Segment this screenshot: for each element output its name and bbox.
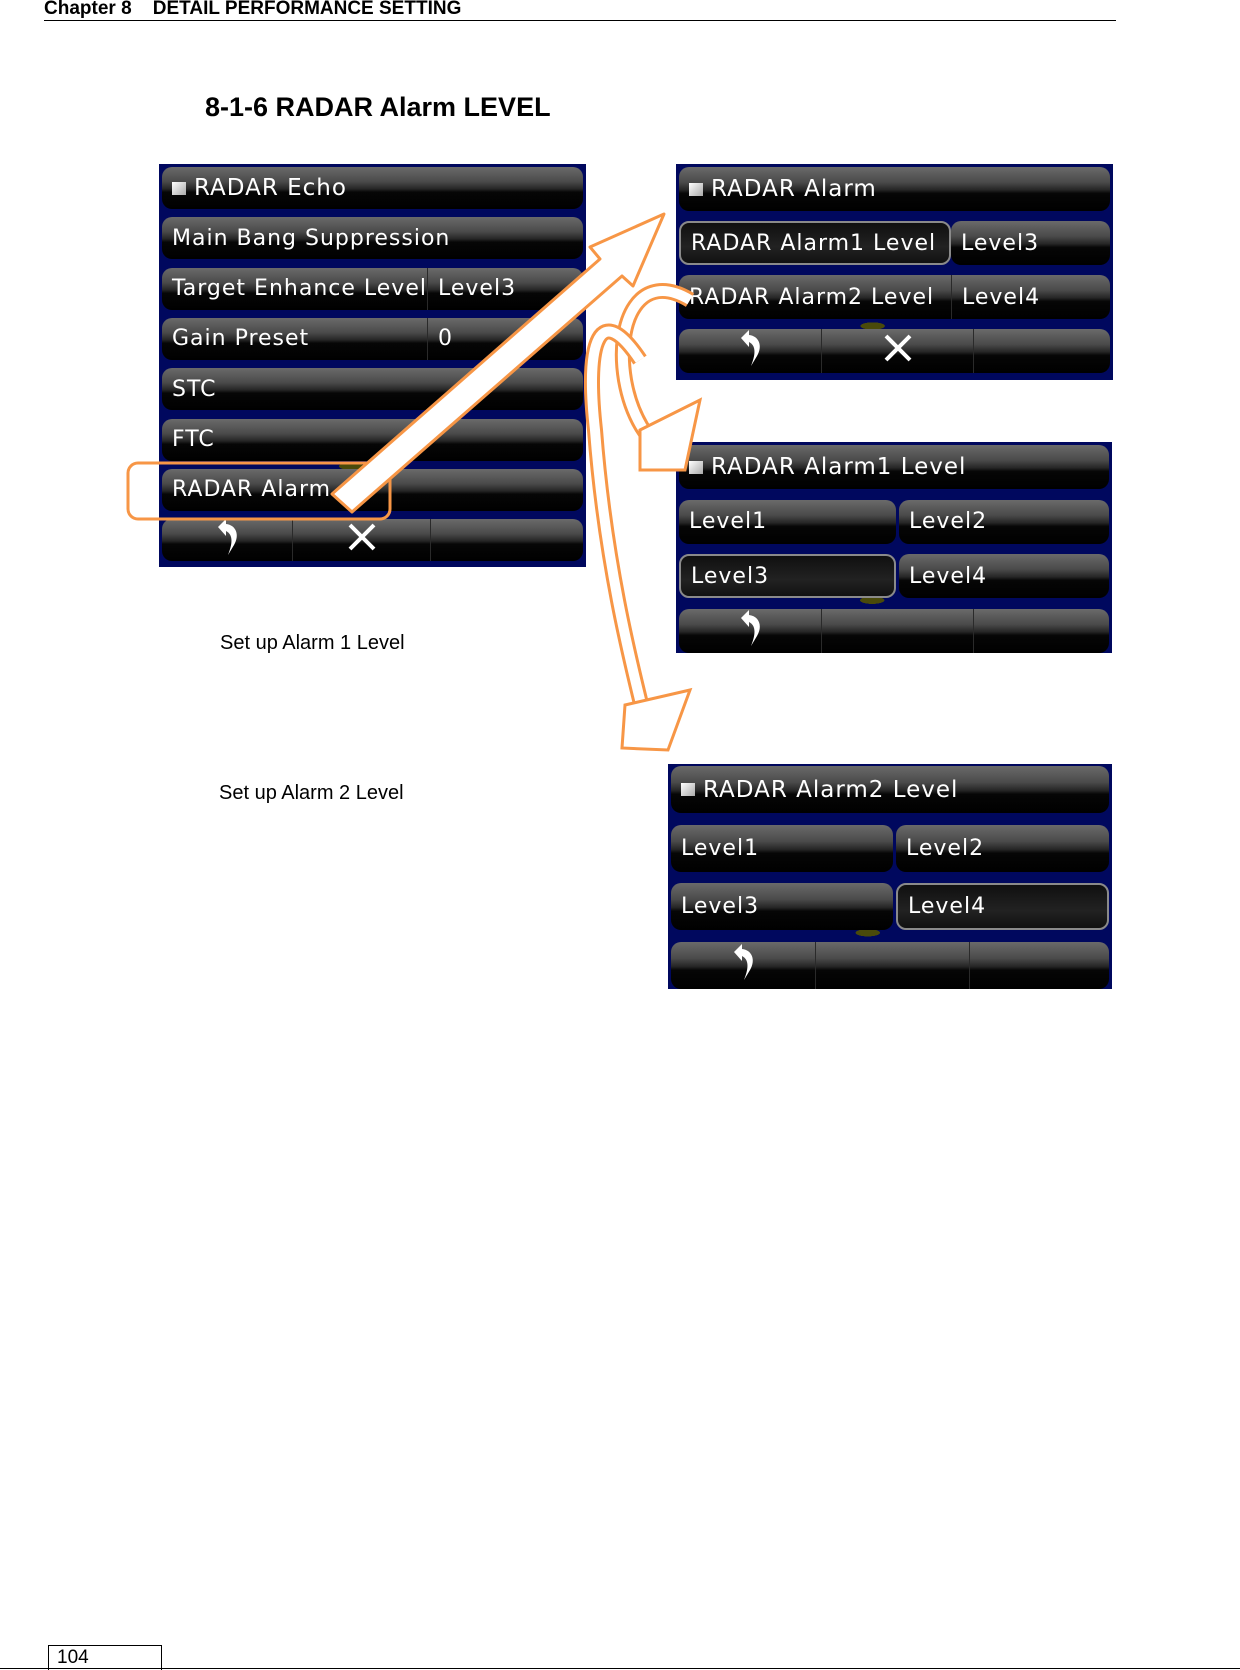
option-level4[interactable]: Level4 <box>896 883 1109 930</box>
menu-item-value: Level3 <box>427 267 516 310</box>
option-label: Level4 <box>909 563 988 589</box>
option-label: Level4 <box>908 894 987 919</box>
menu-item-radar-alarm1-level[interactable]: RADAR Alarm1 Level <box>679 221 951 265</box>
menu-item-label: Main Bang Suppression <box>172 225 451 251</box>
caption-alarm2: Set up Alarm 2 Level <box>219 782 404 804</box>
option-level3[interactable]: Level3 <box>671 883 893 930</box>
empty-button[interactable] <box>973 329 1110 373</box>
menu-title-text: RADAR Alarm2 Level <box>703 776 959 803</box>
menu-item-main-bang-suppression[interactable]: Main Bang Suppression <box>162 217 583 260</box>
option-label: Level1 <box>681 835 760 861</box>
menu-item-label: RADAR Alarm <box>172 477 332 503</box>
back-button[interactable] <box>162 519 292 561</box>
menu-title-text: RADAR Alarm <box>711 176 877 202</box>
menu-item-label: RADAR Alarm2 Level <box>689 284 935 310</box>
flag-icon <box>681 783 695 796</box>
menu-item-value: Level3 <box>961 230 1040 256</box>
menu-item-label: FTC <box>172 427 215 452</box>
close-icon <box>346 521 378 559</box>
menu-title: RADAR Alarm2 Level <box>671 766 1109 813</box>
menu-title-text: RADAR Echo <box>194 175 347 201</box>
caption-alarm1: Set up Alarm 1 Level <box>220 632 405 654</box>
back-button[interactable] <box>679 609 821 653</box>
menu-item-label: Gain Preset <box>172 326 310 352</box>
menu-item-label: STC <box>172 376 217 402</box>
option-level2[interactable]: Level2 <box>899 499 1109 544</box>
menu-item-label: Target Enhance Level <box>172 276 427 302</box>
option-label: Level2 <box>909 509 988 534</box>
bottom-bar <box>671 941 1109 989</box>
back-button[interactable] <box>671 942 815 989</box>
menu-item-value: Level4 <box>951 275 1040 319</box>
menu-item-radar-alarm2-level[interactable]: RADAR Alarm2 Level Level4 <box>679 275 1110 319</box>
section-title: 8-1-6 RADAR Alarm LEVEL <box>205 92 551 122</box>
option-level1[interactable]: Level1 <box>679 499 896 544</box>
menu-title: RADAR Alarm <box>679 167 1110 211</box>
option-label: Level3 <box>691 563 770 589</box>
option-label: Level3 <box>681 894 760 919</box>
chapter-title: DETAIL PERFORMANCE SETTING <box>152 0 462 19</box>
flag-icon <box>689 460 703 474</box>
back-icon <box>735 329 765 373</box>
menu-item-value-button[interactable]: Level3 <box>951 221 1110 265</box>
flag-icon <box>689 182 703 196</box>
menu-title-text: RADAR Alarm1 Level <box>711 454 967 480</box>
option-level1[interactable]: Level1 <box>671 824 893 872</box>
menu-title: RADAR Echo <box>162 167 583 209</box>
chapter-header: Chapter 8 DETAIL PERFORMANCE SETTING <box>44 0 461 20</box>
bottom-bar <box>679 329 1110 373</box>
empty-button[interactable] <box>815 941 970 989</box>
header-rule <box>44 20 1116 21</box>
chapter-number: Chapter 8 <box>44 0 132 19</box>
menu-item-radar-alarm[interactable]: RADAR Alarm <box>162 468 583 511</box>
option-level2[interactable]: Level2 <box>896 824 1109 872</box>
back-icon <box>212 519 242 561</box>
empty-button[interactable] <box>430 519 583 562</box>
menu-item-gain-preset[interactable]: Gain Preset 0 <box>162 317 583 360</box>
arrowhead-alarm2 <box>620 687 693 752</box>
menu-item-ftc[interactable]: FTC <box>162 418 583 461</box>
option-level3[interactable]: Level3 <box>679 554 896 598</box>
bottom-bar <box>679 608 1109 653</box>
bottom-bar <box>162 519 583 562</box>
curved-arrow-alarm2 <box>584 323 653 722</box>
page-number: 104 <box>48 1645 162 1670</box>
empty-button[interactable] <box>969 941 1109 989</box>
close-button[interactable] <box>821 329 974 373</box>
back-icon <box>735 609 765 653</box>
flag-icon <box>172 181 186 195</box>
menu-title: RADAR Alarm1 Level <box>679 445 1109 489</box>
option-label: Level1 <box>689 509 768 534</box>
menu-item-label: RADAR Alarm1 Level <box>691 230 937 256</box>
menu-item-stc[interactable]: STC <box>162 368 583 411</box>
menu-item-value: 0 <box>427 317 453 360</box>
empty-button[interactable] <box>821 608 974 653</box>
option-level4[interactable]: Level4 <box>899 554 1109 598</box>
back-icon <box>728 942 758 988</box>
footer-rule <box>0 1668 1240 1669</box>
empty-button[interactable] <box>973 608 1109 653</box>
option-label: Level2 <box>906 835 985 861</box>
close-button[interactable] <box>292 519 431 562</box>
close-icon <box>882 332 914 370</box>
back-button[interactable] <box>679 329 821 373</box>
